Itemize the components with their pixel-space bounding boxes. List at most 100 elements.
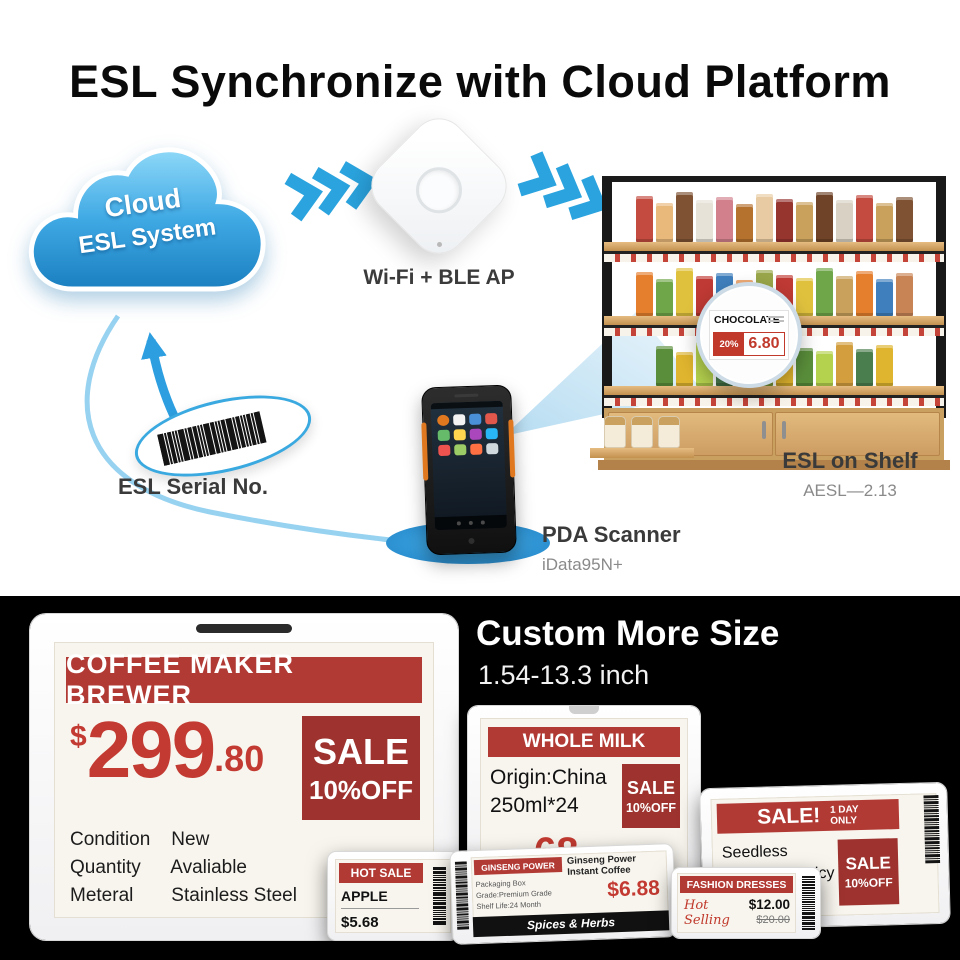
- sale-word: SALE: [845, 853, 892, 874]
- product-item: [875, 279, 893, 316]
- cloud-icon: [28, 147, 266, 292]
- barcode-bar: [433, 906, 446, 909]
- pda-grip: [508, 419, 516, 478]
- product-item: [895, 273, 913, 316]
- fashion-script-line1: Hot: [684, 898, 709, 913]
- product-item: [695, 200, 713, 242]
- barcode-bar: [455, 875, 468, 879]
- barcode-bar: [923, 801, 939, 804]
- barcode-bar: [923, 795, 939, 799]
- sale-duration: 1 DAY ONLY: [830, 804, 859, 827]
- spec-value: Stainless Steel: [171, 885, 297, 906]
- coffee-sale-badge: SALE 10%OFF: [302, 716, 420, 820]
- esl-tag-apple: HOT SALE APPLE $5.68: [328, 852, 458, 940]
- spec-key: Meteral: [70, 885, 134, 906]
- barcode-bar: [455, 881, 468, 885]
- price-cents: .80: [214, 738, 265, 779]
- pda-app-icon: [453, 414, 466, 426]
- ap-led-icon: [437, 242, 442, 247]
- product-item: [795, 348, 813, 386]
- product-item: [715, 197, 733, 242]
- product-item: [755, 194, 773, 242]
- showcase-subtitle: 1.54-13.3 inch: [478, 660, 650, 690]
- product-item: [655, 203, 673, 242]
- barcode-bar: [456, 913, 469, 916]
- preview-price-row: 20% 6.80: [713, 332, 785, 356]
- product-item: [795, 278, 813, 316]
- coffee-specs: Condition New Quantity Avaliable Meteral…: [70, 826, 297, 910]
- pda-app-icon: [438, 444, 451, 457]
- barcode-bar: [456, 906, 469, 911]
- barcode-bar: [433, 917, 446, 920]
- shelf-price-strip: [604, 398, 944, 406]
- barcode-bar: [802, 906, 815, 908]
- barcode-bar: [433, 884, 446, 886]
- barcode-bar: [433, 891, 446, 893]
- product-item: [815, 268, 833, 316]
- pda-navbar: [434, 514, 508, 531]
- barcode-bar: [802, 894, 815, 897]
- product-item: [635, 196, 653, 242]
- product-item: [835, 342, 853, 386]
- shelf-label: ESL on Shelf: [782, 448, 918, 473]
- barcode-bar: [433, 920, 446, 922]
- product-item: [655, 346, 673, 386]
- barcode-bar: [433, 893, 446, 896]
- pda-app-icon: [470, 443, 483, 455]
- tablet-speaker-slot: [196, 624, 292, 633]
- sale-discount: 10%OFF: [625, 800, 676, 815]
- barcode-bar: [802, 883, 815, 885]
- preview-product-name: CHOCOLATE: [714, 314, 780, 326]
- barcode-bar: [433, 889, 446, 891]
- pda-app-icon: [454, 444, 467, 456]
- cloud-sync-diagram: ESL Synchronize with Cloud Platform: [28, 56, 950, 575]
- orange-line1: Seedless: [721, 842, 788, 862]
- ginseng-footer: Spices & Herbs: [472, 910, 670, 938]
- pda-app-icon: [469, 413, 482, 425]
- barcode-bar: [802, 923, 815, 925]
- barcode-bar: [433, 896, 446, 899]
- product-item: [815, 192, 833, 242]
- sale-word: SALE: [312, 730, 409, 772]
- barcode-bar: [455, 892, 468, 896]
- preview-meta-lines: [768, 316, 784, 324]
- barcode-bar: [925, 854, 941, 857]
- esl-tag-ginseng: GINSENG POWER Ginseng Power Instant Coff…: [450, 844, 676, 944]
- barcode-bar: [433, 882, 446, 884]
- barcode-bar: [924, 840, 940, 845]
- divider: [341, 908, 419, 909]
- barcode-bar: [923, 808, 939, 813]
- magnifier-zoom: CHOCOLATE 20% 6.80: [696, 282, 802, 388]
- spec-value: Avaliable: [170, 857, 247, 878]
- barcode-bar: [433, 909, 446, 911]
- jar-icon: [631, 416, 653, 448]
- price-main: 299: [86, 705, 216, 794]
- esl-tag-fashion: FASHION DRESSES Hot Selling $12.00 $20.0…: [672, 868, 820, 938]
- fashion-old-price: $20.00: [756, 914, 790, 926]
- barcode-bar: [433, 911, 446, 914]
- ginseng-price: $6.88: [606, 876, 661, 902]
- product-item: [835, 276, 853, 316]
- apple-product-name: APPLE: [341, 888, 388, 904]
- chevron-arrows-down-icon: [517, 151, 608, 220]
- serial-label: ESL Serial No.: [118, 474, 268, 499]
- chevron-arrows-right-icon: [284, 161, 378, 222]
- orange-sale-badge: SALE 10%OFF: [837, 838, 900, 906]
- pda-app-icon: [437, 429, 450, 442]
- barcode-bar: [802, 890, 815, 892]
- coffee-price: $ 299 .80: [70, 705, 265, 794]
- barcode-bar: [802, 900, 815, 903]
- spec-value: New: [171, 829, 210, 850]
- barcode-bar: [802, 908, 815, 909]
- barcode-bar: [456, 896, 469, 899]
- product-item: [855, 271, 873, 316]
- product-item: [655, 279, 673, 316]
- pda-model: iData95N+: [542, 555, 623, 574]
- pda-label: PDA Scanner: [542, 522, 681, 547]
- barcode-bar: [802, 912, 815, 915]
- pda-app-icon: [485, 427, 498, 440]
- barcode-bar: [456, 903, 469, 907]
- shelf-side-platform: [590, 390, 694, 458]
- pda-caption: PDA Scanner iData95N+: [542, 522, 681, 575]
